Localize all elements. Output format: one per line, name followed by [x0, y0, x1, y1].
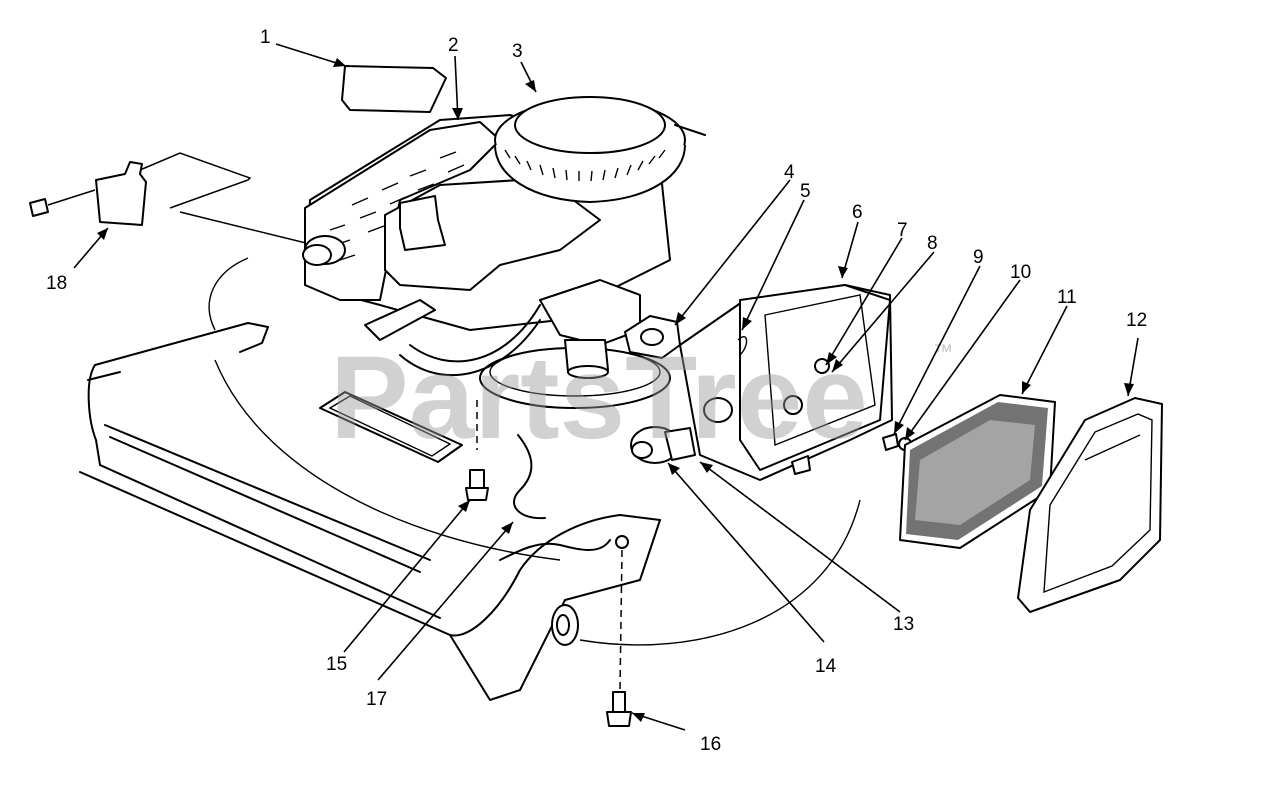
- callout-13: 13: [893, 614, 914, 635]
- assembly-guide-lines: [47, 152, 623, 691]
- callout-10: 10: [1010, 262, 1031, 283]
- part-12-cover: [1017, 397, 1163, 613]
- part-18-bracket: [29, 161, 147, 226]
- callout-5: 5: [800, 181, 811, 202]
- callout-2: 2: [448, 35, 459, 56]
- callout-7: 7: [897, 220, 908, 241]
- part-17-fuel-line: [513, 434, 546, 520]
- callout-8: 8: [927, 233, 938, 254]
- callout-6: 6: [852, 202, 863, 223]
- callout-3: 3: [512, 41, 523, 62]
- part-16-bolt: [606, 691, 632, 727]
- callout-15: 15: [326, 654, 347, 675]
- callout-14: 14: [815, 656, 837, 677]
- callout-11: 11: [1057, 287, 1077, 308]
- mower-deck: [79, 257, 861, 701]
- callout-17: 17: [366, 689, 387, 710]
- svg-text:PartsTree: PartsTree: [330, 332, 868, 464]
- watermark: PartsTree ™: [330, 332, 953, 464]
- part-11-foam-filter: [899, 394, 1056, 549]
- callout-16: 16: [700, 734, 721, 755]
- callout-12: 12: [1126, 310, 1147, 331]
- leader-lines: [73, 43, 1139, 731]
- part-6-air-cleaner-body: [679, 284, 893, 481]
- callout-9: 9: [973, 247, 984, 268]
- callout-labels: 1 2 3 4 5 6 7 8 9 10 11 12 13 14 15 16 1…: [46, 27, 1147, 755]
- engine-assembly: [302, 96, 706, 409]
- leader-arrowheads: [97, 58, 1134, 722]
- callout-4: 4: [784, 162, 795, 183]
- part-15-screw: [465, 469, 489, 501]
- part-1-decal: [341, 65, 447, 113]
- callout-1: 1: [260, 27, 271, 48]
- part-14-primer: [630, 426, 696, 464]
- callout-18: 18: [46, 273, 67, 294]
